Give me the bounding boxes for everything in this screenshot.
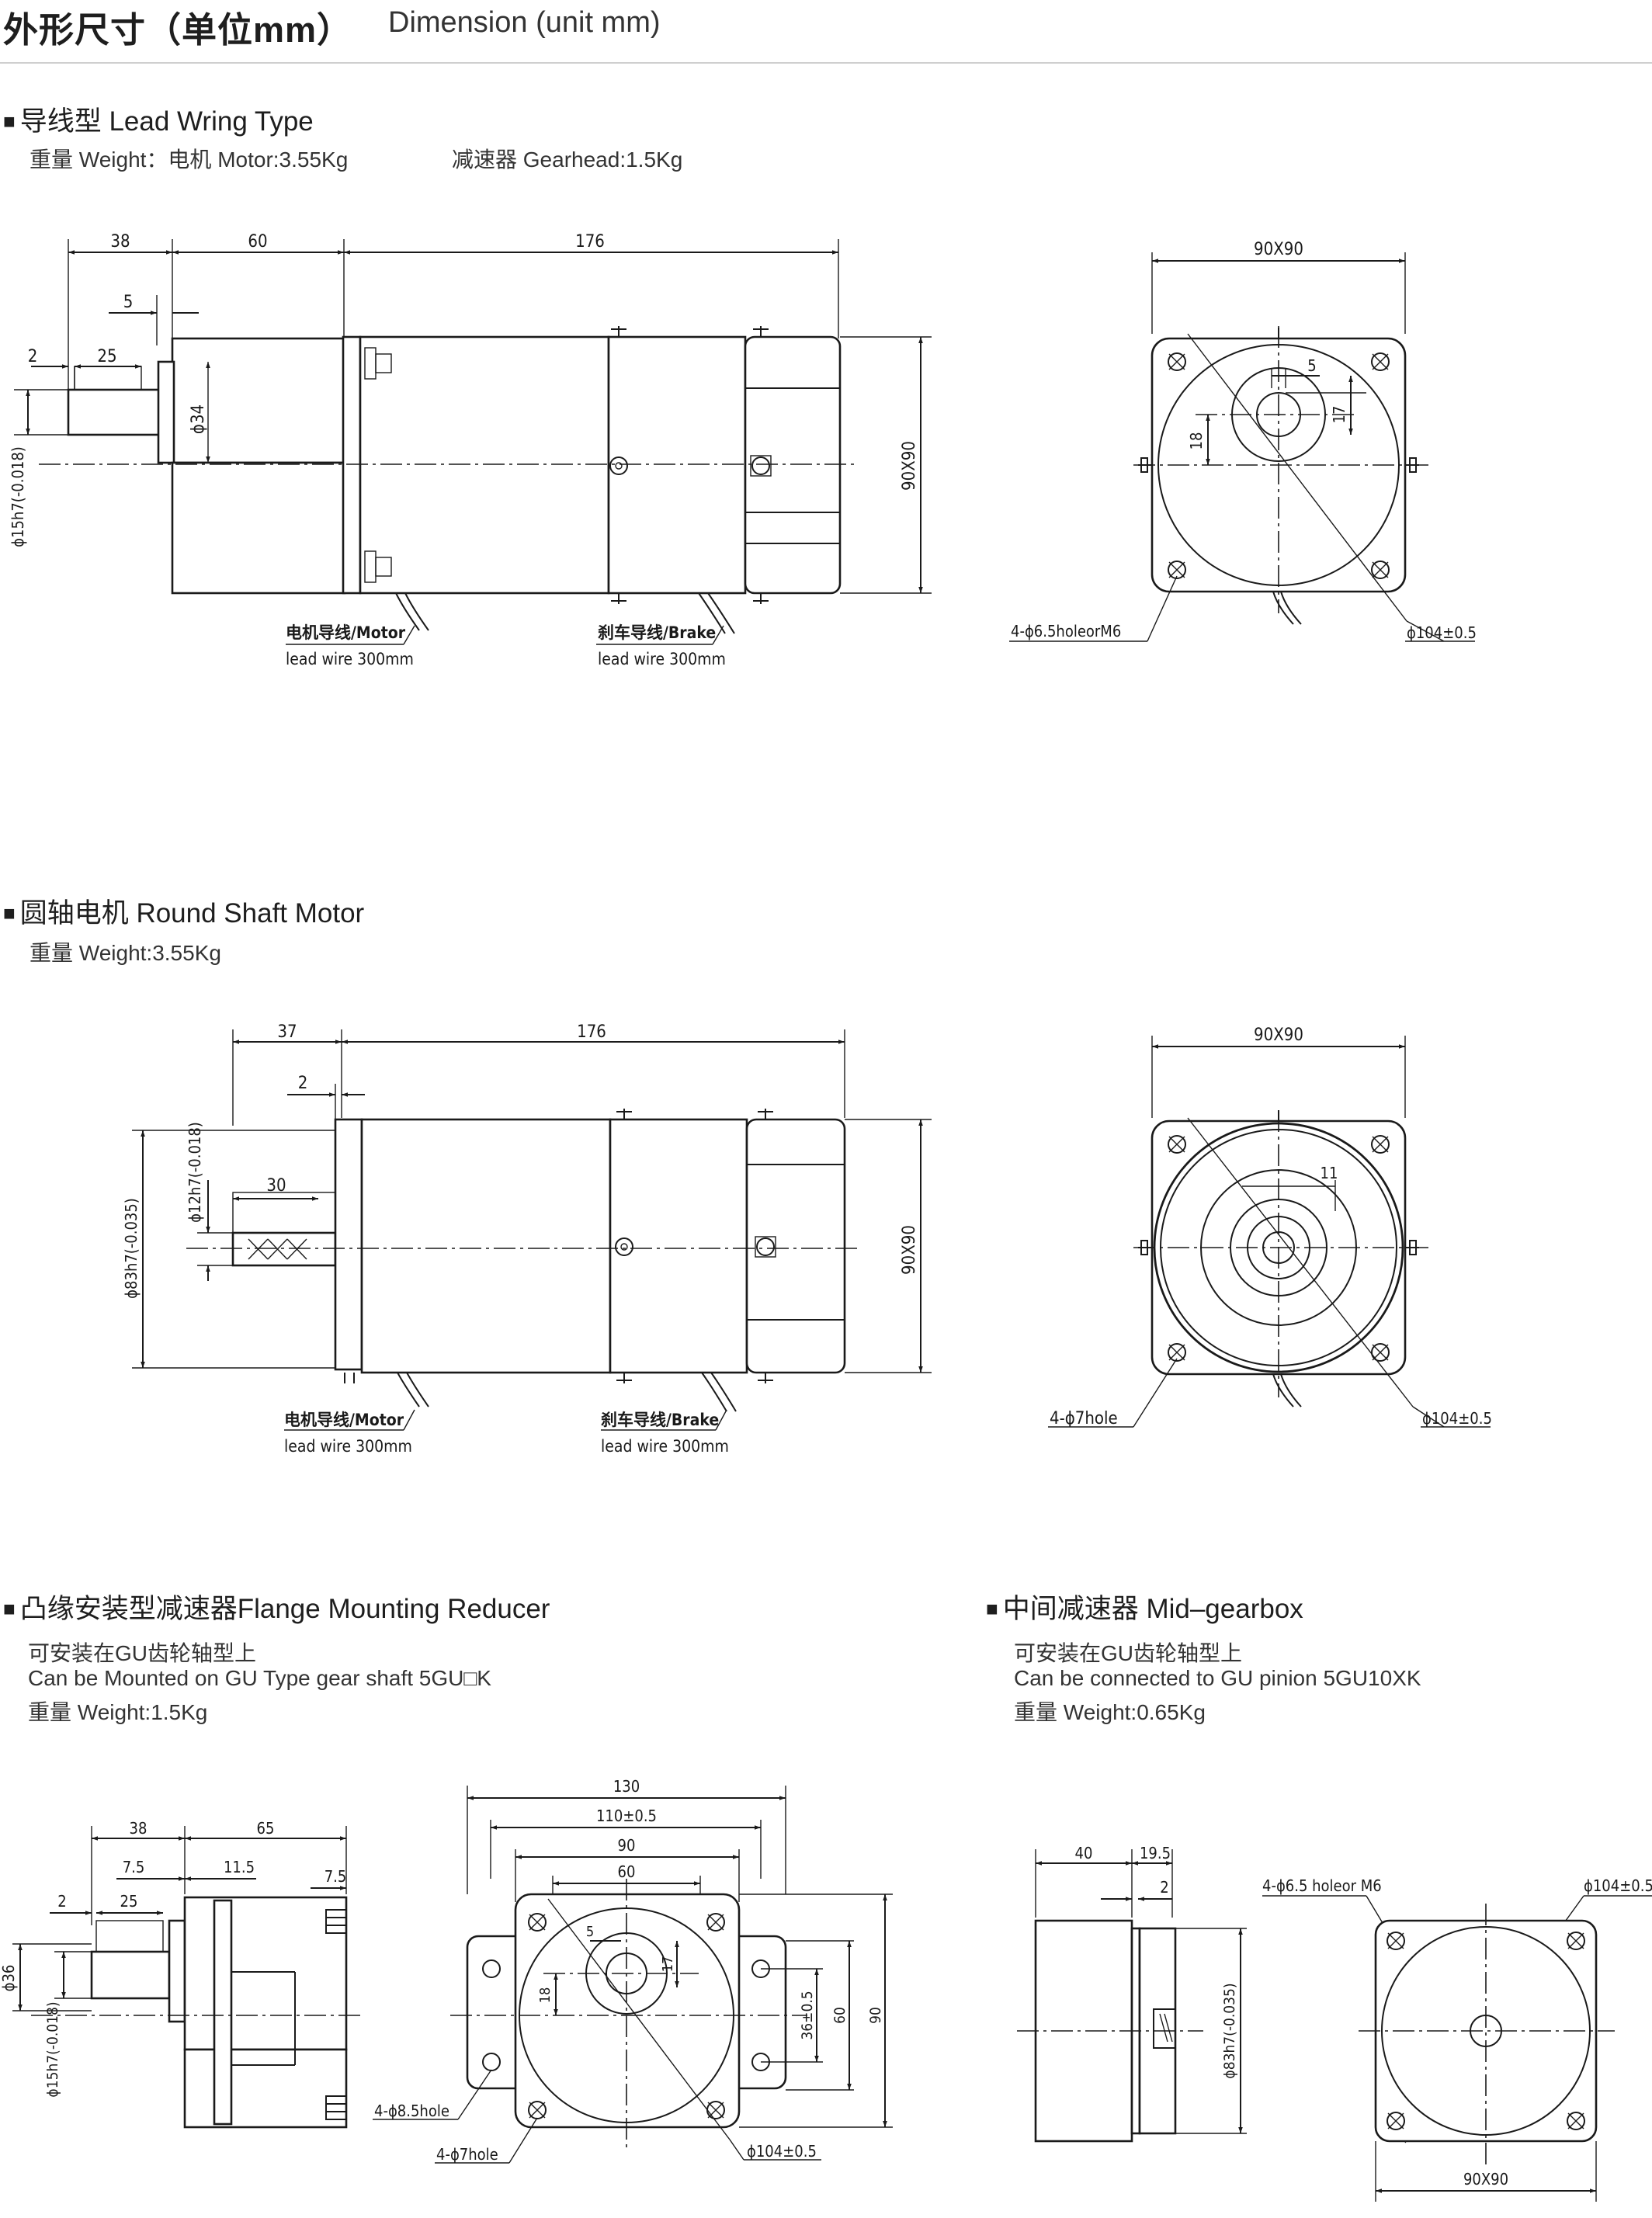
hole-label-round: 4-ϕ7hole: [1050, 1409, 1118, 1428]
dim-60-flange: 60: [618, 1862, 636, 1881]
brake-lead-label-1-round: 刹车导线/Brake: [601, 1411, 719, 1429]
dim-37: 37: [277, 1022, 297, 1042]
motor-lead-label-2: lead wire 300mm: [286, 650, 414, 668]
dim-110: 110±0.5: [596, 1807, 657, 1825]
motor-lead-label-1: 电机导线/Motor: [286, 623, 406, 642]
motor-lead-label-2-round: lead wire 300mm: [284, 1437, 412, 1456]
dim-18-flange: 18: [537, 1987, 554, 2004]
dim-2-round: 2: [298, 1074, 308, 1093]
lead-wiring-weight: 重量 Weight：电机 Motor:3.55Kg: [30, 148, 349, 172]
dim-phi34: ϕ34: [189, 404, 208, 434]
mid-gearbox-line2: Can be connected to GU pinion 5GU10XK: [1014, 1666, 1421, 1690]
mid-gearbox-front-view: 4-ϕ6.5 holeor M6 ϕ104±0.5 90X90: [1262, 1876, 1652, 2202]
dim-7-5b: 7.5: [324, 1867, 347, 1886]
pcd-label: ϕ104±0.5: [1407, 623, 1477, 642]
flange-reducer-line1: 可安装在GU齿轮轴型上: [28, 1641, 257, 1665]
page-title-cn: 外形尺寸（单位mm）: [3, 10, 353, 50]
lead-wiring-front-view: 90X90 5 17 18 ϕ104±0.5: [1009, 240, 1477, 642]
dim-176-round: 176: [577, 1022, 606, 1042]
square-bullet-icon: ■: [3, 1597, 16, 1620]
section-title-text: 导线型 Lead Wring Type: [19, 106, 314, 137]
flange-reducer-line2: Can be Mounted on GU Type gear shaft 5GU…: [28, 1666, 491, 1690]
square-bullet-icon: ■: [3, 901, 16, 925]
mid-gearbox-side-view: 40 19.5 2 ϕ83h7(-0.035): [1017, 1844, 1247, 2143]
square-bullet-icon: ■: [986, 1597, 998, 1620]
lead-wiring-gearhead-weight: 减速器 Gearhead:1.5Kg: [452, 148, 683, 172]
dim-phi83h7-mid: ϕ83h7(-0.035): [1221, 1983, 1238, 2078]
dim-90x90-side-round: 90X90: [900, 1225, 919, 1275]
dim-phi12h7: ϕ12h7(-0.018): [186, 1122, 204, 1223]
mid-gearbox-line1: 可安装在GU齿轮轴型上: [1014, 1641, 1243, 1665]
dim-2-flange: 2: [57, 1892, 66, 1911]
round-shaft-front-view: 90X90 11 ϕ104±0.5 4-ϕ7hole: [1048, 1026, 1492, 1428]
dim-19-5: 19.5: [1140, 1844, 1171, 1862]
flange-reducer-weight: 重量 Weight:1.5Kg: [28, 1700, 208, 1724]
dim-176: 176: [575, 232, 605, 252]
pcd-label-round: ϕ104±0.5: [1422, 1409, 1492, 1428]
hole-label-flange-a: 4-ϕ8.5hole: [374, 2102, 449, 2120]
brake-lead-label-2: lead wire 300mm: [598, 650, 726, 668]
dim-11-5: 11.5: [224, 1858, 255, 1876]
dim-2: 2: [28, 347, 38, 366]
dim-30: 30: [266, 1176, 286, 1196]
dim-90x90-side: 90X90: [900, 441, 919, 491]
hole-label-flange-b: 4-ϕ7hole: [436, 2145, 498, 2164]
dim-38: 38: [110, 232, 130, 252]
dim-36-tol: 36±0.5: [799, 1991, 816, 2039]
dim-phi36: ϕ36: [0, 1965, 18, 1992]
dim-130: 130: [613, 1777, 640, 1796]
dim-90x90-front: 90X90: [1254, 240, 1303, 259]
mounting-holes: [1168, 352, 1390, 579]
section-title-mid-gearbox: ■中间减速器 Mid–gearbox: [986, 1587, 1303, 1626]
square-bullet-icon: ■: [3, 109, 16, 133]
brake-lead-label-2-round: lead wire 300mm: [601, 1437, 729, 1456]
flange-reducer-side-view: 38 65 7.5 11.5 7.5 2 25 ϕ36: [0, 1819, 365, 2129]
section-title-lead-wiring: ■导线型 Lead Wring Type: [3, 99, 314, 139]
dim-65: 65: [257, 1819, 275, 1838]
dim-5: 5: [123, 293, 134, 312]
dim-90b: 90: [867, 2007, 884, 2024]
flange-reducer-front-view: 130 110±0.5 90 60 5 17 18: [373, 1777, 893, 2164]
section-title-text: 凸缘安装型减速器Flange Mounting Reducer: [19, 1594, 550, 1624]
lead-wiring-side-view: 38 60 176 5 2 25 ϕ34 ϕ15h7(-0.018): [9, 232, 932, 668]
dim-11: 11: [1321, 1164, 1338, 1182]
dim-5-flange: 5: [586, 1924, 594, 1940]
dim-38-flange: 38: [130, 1819, 148, 1838]
dim-17-flange: 17: [660, 1956, 676, 1973]
section-title-text: 圆轴电机 Round Shaft Motor: [19, 898, 365, 929]
round-shaft-weight: 重量 Weight:3.55Kg: [30, 941, 221, 965]
section-title-round-shaft: ■圆轴电机 Round Shaft Motor: [3, 891, 364, 931]
dim-18: 18: [1187, 432, 1206, 450]
section-title-text: 中间减速器 Mid–gearbox: [1002, 1594, 1303, 1624]
dim-90x90-mid: 90X90: [1463, 2170, 1508, 2188]
header-divider: [0, 62, 1652, 64]
section-title-flange-reducer: ■凸缘安装型减速器Flange Mounting Reducer: [3, 1587, 550, 1626]
motor-lead-label-1-round: 电机导线/Motor: [284, 1411, 404, 1429]
pcd-label-mid: ϕ104±0.5: [1584, 1876, 1652, 1895]
dim-90-flange: 90: [618, 1836, 636, 1855]
dim-40: 40: [1075, 1844, 1093, 1862]
dim-phi15h7-flange: ϕ15h7(-0.018): [44, 2001, 61, 2097]
page-title-en: Dimension (unit mm): [388, 6, 661, 39]
dim-25-flange: 25: [120, 1892, 138, 1911]
mid-gearbox-weight: 重量 Weight:0.65Kg: [1014, 1700, 1206, 1724]
hole-label-mid: 4-ϕ6.5 holeor M6: [1262, 1876, 1382, 1895]
hole-label: 4-ϕ6.5holeorM6: [1011, 622, 1121, 640]
dim-90x90-front-round: 90X90: [1254, 1026, 1303, 1045]
dim-60b: 60: [831, 2007, 849, 2024]
dim-phi15h7: ϕ15h7(-0.018): [9, 446, 27, 547]
brake-lead-label-1: 刹车导线/Brake: [598, 623, 716, 642]
dim-5-front: 5: [1307, 356, 1316, 375]
dim-7-5a: 7.5: [123, 1858, 145, 1876]
dim-17: 17: [1330, 406, 1348, 424]
dim-phi83h7: ϕ83h7(-0.035): [122, 1198, 141, 1299]
dim-2-mid: 2: [1160, 1878, 1168, 1897]
dim-60: 60: [248, 232, 267, 252]
pcd-label-flange: ϕ104±0.5: [747, 2142, 817, 2161]
dim-25: 25: [97, 347, 116, 366]
round-shaft-side-view: 37 176 2 30 ϕ12h7(-0.018): [122, 1022, 932, 1456]
